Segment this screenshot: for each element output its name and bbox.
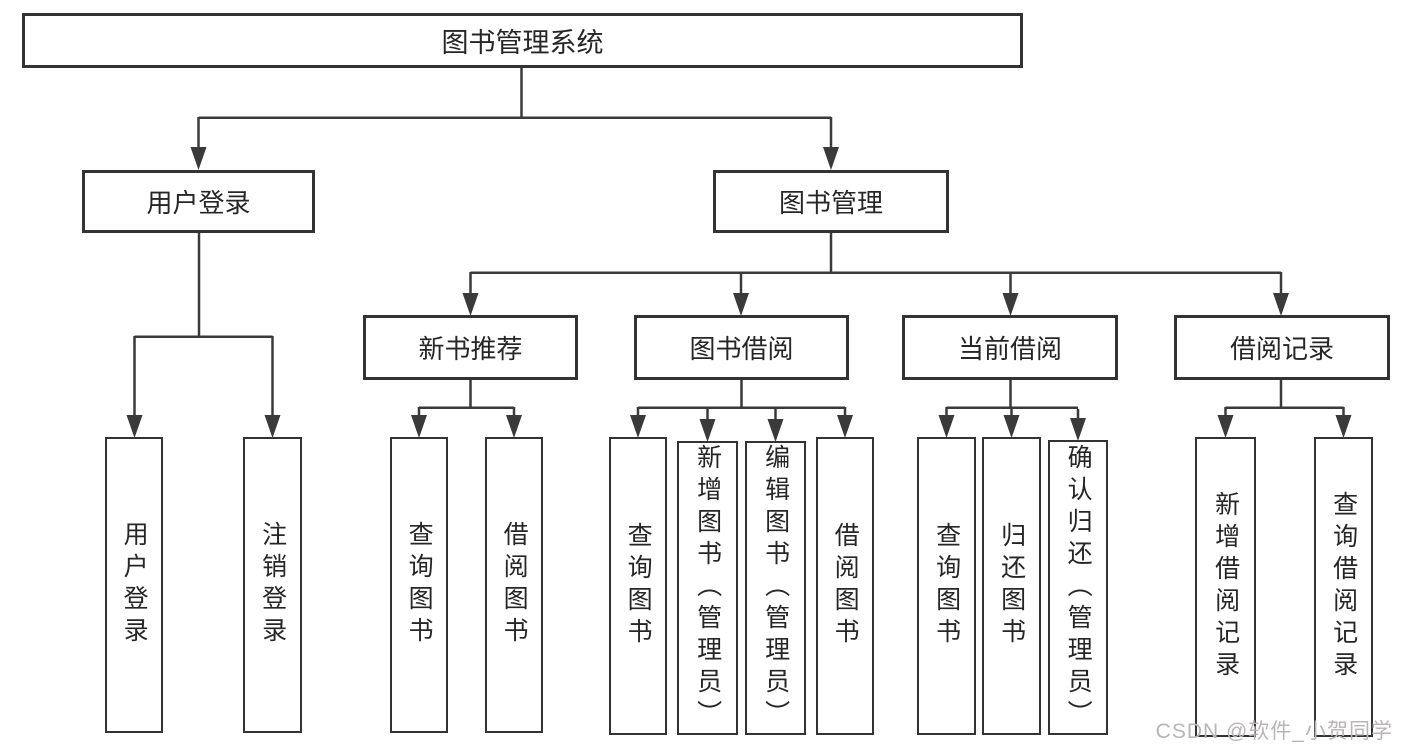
leaf-confirm-return-admin: 确认归还（管理员） <box>1048 440 1108 735</box>
leaf-query-books-borrowing: 查询图书 <box>609 437 667 735</box>
leaf-add-borrow-record: 新增借阅记录 <box>1195 437 1256 737</box>
connector-user-login <box>133 233 274 415</box>
leaf-query-books-recommend: 查询图书 <box>390 437 448 733</box>
connector-book-borrowing <box>636 380 847 420</box>
connector-book-management <box>469 233 1283 295</box>
leaf-borrow-books-recommend: 借阅图书 <box>485 437 543 733</box>
leaf-return-books: 归还图书 <box>982 437 1041 735</box>
node-library-management-system: 图书管理系统 <box>22 13 1023 68</box>
node-borrowing-records: 借阅记录 <box>1174 315 1390 380</box>
csdn-watermark: CSDN @软件_小贺同学 <box>1155 720 1393 743</box>
node-new-book-recommendation: 新书推荐 <box>363 315 578 380</box>
leaf-edit-books-admin: 编辑图书（管理员） <box>745 441 806 735</box>
connector-new-book <box>417 380 516 416</box>
leaf-add-books-admin: 新增图书（管理员） <box>677 441 738 735</box>
node-book-management: 图书管理 <box>713 170 949 233</box>
connector-borrowing-records <box>1224 380 1345 416</box>
arrowheads <box>126 147 1352 442</box>
leaf-query-books-current: 查询图书 <box>917 437 976 735</box>
leaf-borrow-books-borrowing: 借阅图书 <box>816 437 874 735</box>
node-book-borrowing: 图书借阅 <box>634 315 849 380</box>
leaf-logout: 注销登录 <box>243 437 302 733</box>
leaf-query-borrow-record: 查询借阅记录 <box>1314 437 1373 737</box>
connector-current-borrowing <box>945 380 1080 419</box>
leaf-user-login: 用户登录 <box>105 437 163 733</box>
node-user-login: 用户登录 <box>82 170 315 233</box>
node-current-borrowing: 当前借阅 <box>902 315 1118 380</box>
